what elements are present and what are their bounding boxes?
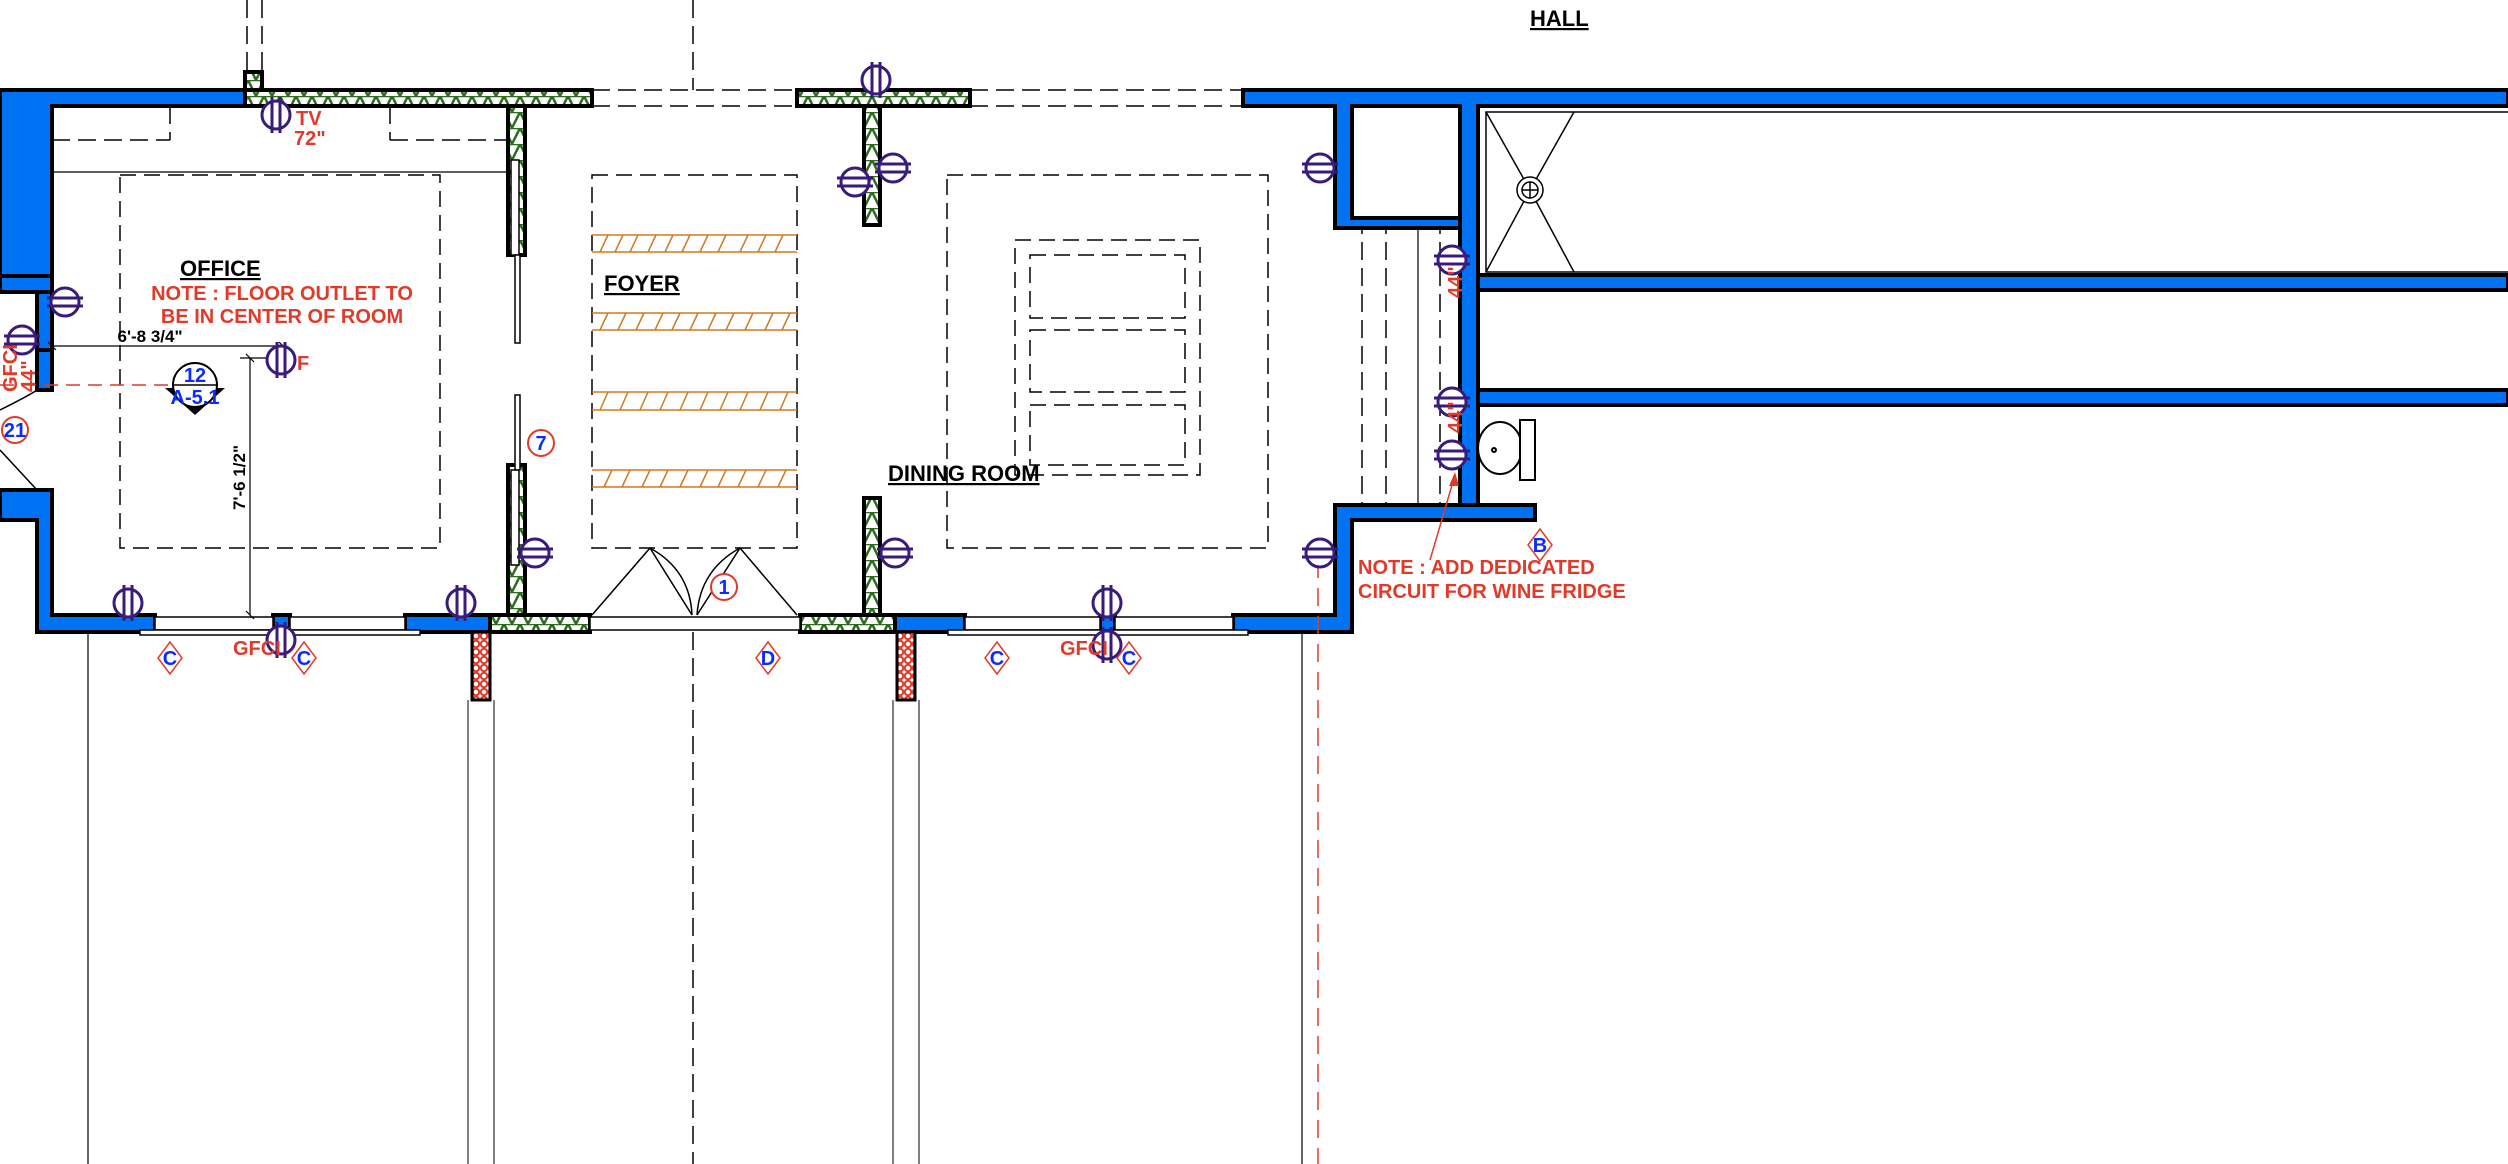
interior-partitions bbox=[243, 70, 972, 634]
note-wine-fridge-line1: NOTE : ADD DEDICATED bbox=[1358, 557, 1595, 579]
toilet bbox=[1477, 419, 1536, 481]
window-tag: C bbox=[297, 648, 311, 670]
note-wine-fridge-line2: CIRCUIT FOR WINE FRIDGE bbox=[1358, 581, 1626, 603]
outlets bbox=[2, 60, 1472, 665]
dimension-horizontal: 6'-8 3/4" bbox=[117, 327, 182, 346]
office-side-door bbox=[0, 389, 38, 491]
dimension-vertical: 7'-6 1/2" bbox=[230, 445, 249, 510]
window-tag: B bbox=[1533, 535, 1547, 557]
gfci-label: GFCI bbox=[1060, 638, 1108, 660]
leader-line bbox=[1429, 474, 1456, 561]
shower bbox=[1485, 111, 2508, 273]
door-tag: 1 bbox=[718, 577, 729, 599]
room-label-office: OFFICE bbox=[180, 256, 261, 281]
brick-columns bbox=[470, 630, 917, 702]
windows bbox=[139, 616, 1249, 636]
exterior-walls bbox=[0, 88, 2508, 634]
window-tag: C bbox=[1122, 648, 1136, 670]
door-tag: 7 bbox=[535, 433, 546, 455]
note-floor-outlet-line2: BE IN CENTER OF ROOM bbox=[161, 306, 403, 328]
door-tag-circles bbox=[1, 416, 738, 601]
section-sheet: A-5.1 bbox=[171, 387, 220, 409]
door-tag: 21 bbox=[4, 420, 26, 442]
height-label: 44" bbox=[1445, 266, 1467, 298]
room-label-foyer: FOYER bbox=[604, 271, 680, 296]
tv-label: TV bbox=[296, 108, 322, 130]
window-tag: C bbox=[163, 648, 177, 670]
note-floor-outlet-line1: NOTE : FLOOR OUTLET TO bbox=[151, 283, 413, 305]
sliding-doors bbox=[510, 159, 521, 566]
tv-height: 72" bbox=[294, 128, 326, 150]
dimension-lines bbox=[47, 341, 288, 620]
height-label: 44" bbox=[1445, 401, 1467, 433]
section-number: 12 bbox=[184, 365, 206, 387]
window-tag: C bbox=[990, 648, 1004, 670]
entry-door bbox=[591, 546, 798, 616]
reference-lines bbox=[52, 0, 1441, 1164]
floor-hatch bbox=[592, 234, 797, 488]
room-label-hall: HALL bbox=[1530, 6, 1589, 31]
section-marker bbox=[165, 362, 225, 415]
window-tag: D bbox=[761, 648, 775, 670]
height-label: 44" bbox=[18, 360, 40, 392]
gfci-label: GFCI bbox=[0, 344, 22, 392]
window-tag-diamonds bbox=[157, 527, 1553, 676]
room-label-dining-room: DINING ROOM bbox=[888, 461, 1040, 486]
furniture-outlines bbox=[119, 174, 1269, 549]
floor-outlet-label: F bbox=[297, 353, 309, 375]
gfci-label: GFCI bbox=[233, 638, 281, 660]
